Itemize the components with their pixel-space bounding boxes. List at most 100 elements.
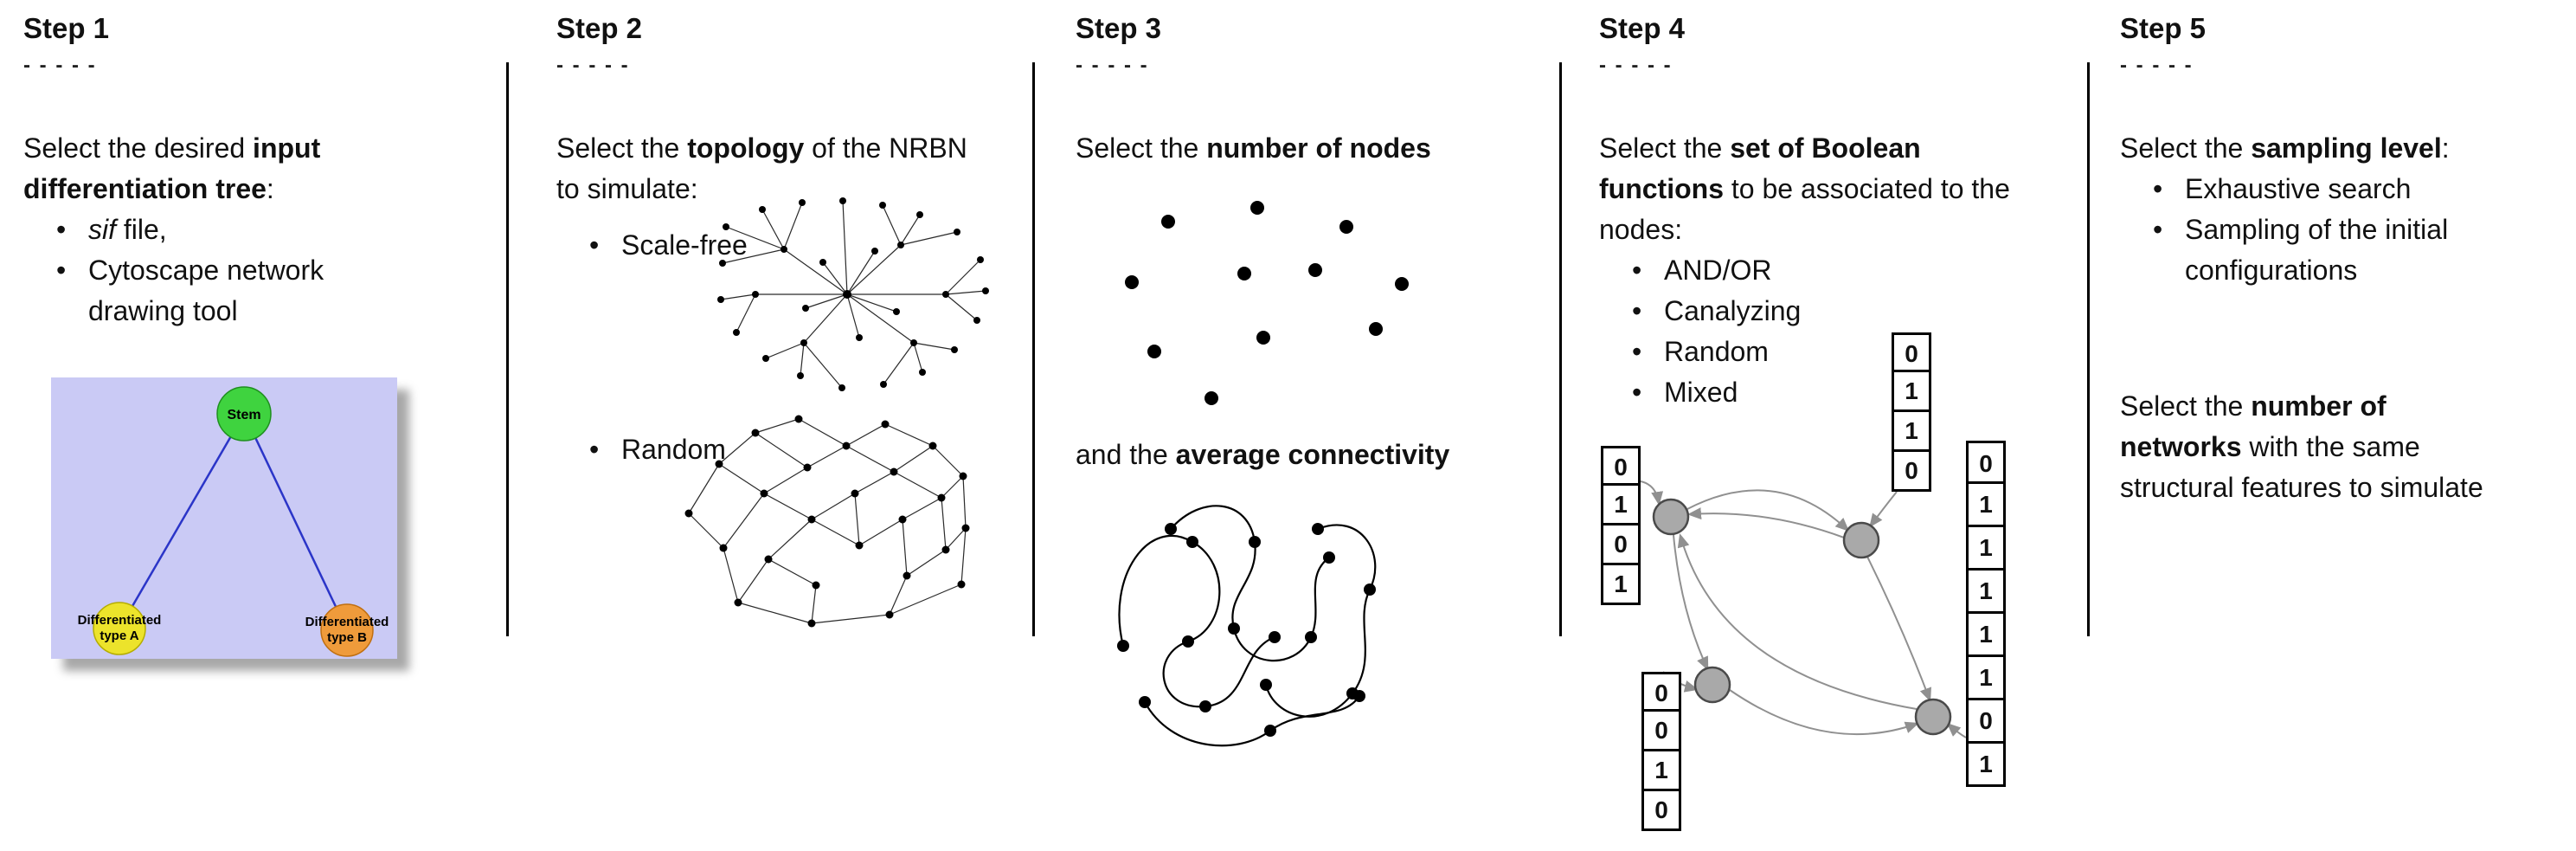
text-segment: Sampling of the initial configurations: [2185, 214, 2449, 286]
network-nodes: [684, 415, 970, 628]
table-cell: 0: [1641, 791, 1681, 831]
table-cell: 1: [1892, 412, 1931, 452]
type-a-label-line2: type A: [100, 629, 138, 643]
text-segment: Select the desired: [23, 132, 254, 164]
tangle-dots: [1117, 523, 1376, 737]
tree-edges: [118, 413, 349, 631]
table-cell: 0: [1601, 525, 1641, 565]
boolean-table-right: 0 1 1 1 1 1 0 1: [1966, 441, 2006, 787]
scale-free-option: Scale-free: [556, 225, 748, 266]
text-segment: of the NRBN to simulate:: [556, 132, 967, 204]
boolean-table-bottom: 0 0 1 0: [1641, 672, 1681, 831]
step-4-column: Step 4 - - - - - Select the set of Boole…: [1599, 12, 2049, 831]
column-separator: [506, 62, 509, 636]
step-5-title: Step 5: [2120, 12, 2207, 44]
boolean-table-top: 0 1 1 0: [1892, 332, 1931, 492]
text-segment: sampling level: [2251, 132, 2442, 164]
stem-node: [216, 386, 272, 442]
table-cell: 1: [1966, 571, 2006, 614]
boolean-network-diagram: [1640, 480, 1967, 738]
list-item: Sampling of the initial configurations: [2120, 210, 2566, 291]
text-segment: to be associated to the nodes:: [1599, 173, 2010, 245]
text-segment: Mixed: [1664, 377, 1738, 408]
table-cell: 0: [1641, 672, 1681, 712]
column-separator: [1032, 62, 1035, 636]
list-item: Random: [1599, 332, 2049, 372]
type-b-label-line2: type B: [327, 630, 367, 645]
stem-label: Stem: [227, 408, 260, 422]
table-cell: 1: [1966, 484, 2006, 527]
type-a-node: [93, 602, 146, 655]
list-item: Cytoscape network drawing tool: [23, 250, 404, 332]
connectivity-tangle-image: [1117, 505, 1377, 747]
text-segment: Select the: [1076, 132, 1207, 164]
list-item: Exhaustive search: [2120, 169, 2566, 210]
nodes-scatter-image: [1125, 201, 1409, 405]
text-segment: average connectivity: [1175, 439, 1450, 470]
dashed-separator: - - - - -: [23, 54, 97, 77]
network-nodes: [717, 197, 989, 391]
tangle-curves: [1118, 505, 1377, 747]
dashed-separator: - - - - -: [1076, 54, 1149, 77]
differentiation-tree-svg: Stem Differentiated type A Differentiate…: [78, 386, 389, 657]
table-cell: 1: [1601, 486, 1641, 525]
text-segment: :: [266, 173, 274, 204]
step-1-options: sif file, Cytoscape network drawing tool: [23, 210, 404, 332]
step-3-title: Step 3: [1076, 12, 1162, 44]
step-5-second-paragraph: Select the number of networks with the s…: [2120, 386, 2566, 508]
column-separator: [2087, 62, 2090, 636]
text-segment: Exhaustive search: [2185, 173, 2412, 204]
table-cell: 1: [1966, 657, 2006, 700]
step-5-column: Step 5 - - - - - Select the sampling lev…: [2120, 12, 2566, 508]
list-item: Mixed: [1599, 372, 2049, 413]
text-segment: file,: [116, 214, 167, 245]
text-segment: topology: [687, 132, 805, 164]
table-cell: 1: [1892, 372, 1931, 412]
step-5-intro: Select the sampling level:: [2120, 128, 2566, 169]
text-segment: Random: [621, 434, 726, 465]
text-segment: Select the: [2120, 132, 2252, 164]
table-cell: 1: [1641, 751, 1681, 791]
text-segment: structural features to simulate: [2120, 472, 2483, 503]
table-cell: 0: [1641, 712, 1681, 751]
random-option: Random: [556, 429, 726, 470]
table-cell: 1: [1966, 614, 2006, 657]
text-segment: sif: [88, 214, 116, 245]
boolean-node-2: [1842, 521, 1880, 559]
boolean-node-1: [1652, 498, 1690, 536]
text-segment: Select the: [556, 132, 688, 164]
text-segment: Scale-free: [621, 229, 748, 261]
text-segment: AND/OR: [1664, 255, 1772, 286]
differentiation-tree-image: Stem Differentiated type A Differentiate…: [51, 377, 397, 659]
step-1-intro: Select the desired input differentiation…: [23, 128, 404, 210]
step-3-subtext: and the average connectivity: [1076, 435, 1449, 475]
text-segment: and the: [1076, 439, 1176, 470]
step-3-intro: Select the number of nodes: [1076, 128, 1547, 169]
text-segment: Cytoscape network drawing tool: [88, 255, 324, 326]
text-segment: number of: [2251, 390, 2386, 422]
boolean-node-4: [1914, 698, 1952, 736]
random-network-image: [684, 415, 970, 628]
type-b-label-line1: Differentiated: [305, 615, 389, 629]
type-b-node: [320, 603, 374, 657]
text-segment: Select the: [1599, 132, 1731, 164]
text-segment: networks: [2120, 431, 2242, 462]
scatter-dots: [1125, 201, 1409, 405]
table-cell: 1: [1966, 527, 2006, 571]
table-cell: 0: [1966, 700, 2006, 744]
step-1-column: Step 1 - - - - - Select the desired inpu…: [23, 12, 404, 659]
table-cell: 1: [1601, 565, 1641, 605]
dashed-separator: - - - - -: [1599, 54, 1673, 77]
text-segment: Canalyzing: [1664, 295, 1802, 326]
step-4-options: AND/OR Canalyzing Random Mixed: [1599, 250, 2049, 413]
step-5-options: Exhaustive search Sampling of the initia…: [2120, 169, 2566, 291]
list-item: sif file,: [23, 210, 404, 250]
text-segment: Select the: [2120, 390, 2252, 422]
step-3-column: Step 3 - - - - - Select the number of no…: [1076, 12, 1547, 747]
table-cell: 1: [1966, 744, 2006, 787]
table-cell: 0: [1892, 452, 1931, 492]
dashed-separator: - - - - -: [556, 54, 630, 77]
step-4-intro: Select the set of Boolean functions to b…: [1599, 128, 2049, 250]
text-segment: set of Boolean functions: [1599, 132, 1921, 204]
text-segment: number of nodes: [1206, 132, 1431, 164]
